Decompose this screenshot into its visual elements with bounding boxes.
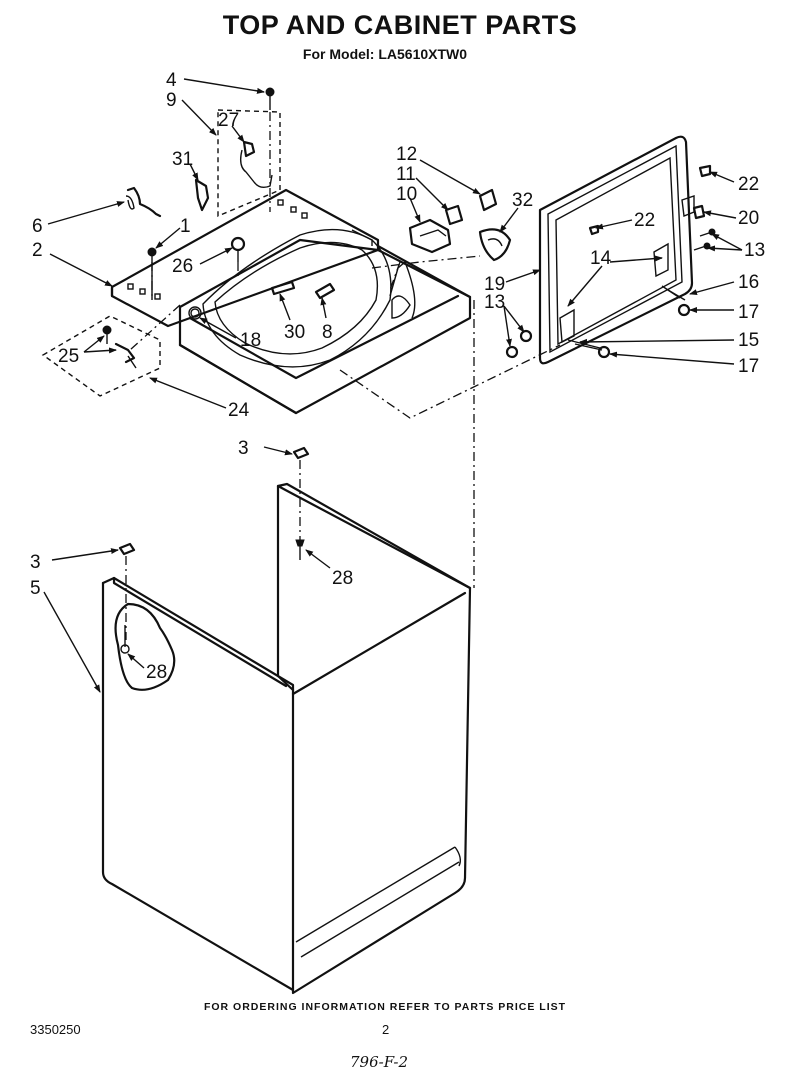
callout-2: 2 — [32, 240, 43, 261]
ordering-note: FOR ORDERING INFORMATION REFER TO PARTS … — [203, 1001, 567, 1013]
callout-22-upper: 22 — [738, 174, 759, 195]
callout-28-upper: 28 — [332, 568, 353, 589]
handwritten-code: 796-F-2 — [350, 1053, 409, 1071]
callout-labels: 4 9 27 31 6 1 2 26 12 11 10 32 19 22 22 … — [30, 70, 765, 683]
callout-12: 12 — [396, 144, 417, 165]
lid-part-19 — [538, 135, 695, 365]
cabinet-part-5 — [101, 482, 472, 995]
callout-9: 9 — [166, 90, 177, 111]
callout-18: 18 — [240, 330, 261, 351]
callout-15: 15 — [738, 330, 759, 351]
callout-4: 4 — [166, 70, 177, 91]
callout-13-left: 13 — [484, 292, 505, 313]
callout-25: 25 — [58, 346, 79, 367]
callout-8: 8 — [322, 322, 333, 343]
callout-17-upper: 17 — [738, 302, 759, 323]
dashed-groupings — [41, 109, 281, 397]
callout-28-lower: 28 — [146, 662, 167, 683]
callout-31: 31 — [172, 149, 193, 170]
callout-3-lower: 3 — [30, 552, 41, 573]
page-title: TOP AND CABINET PARTS — [222, 10, 578, 40]
callout-13-right: 13 — [744, 240, 765, 261]
small-parts — [102, 87, 716, 560]
leader-lines — [43, 78, 743, 693]
callout-26: 26 — [172, 256, 193, 277]
callout-11: 11 — [396, 164, 416, 185]
callout-5: 5 — [30, 578, 41, 599]
callout-1: 1 — [180, 216, 191, 237]
document-number: 3350250 — [30, 1022, 81, 1037]
page-number: 2 — [382, 1022, 390, 1037]
model-subtitle: For Model: LA5610XTW0 — [302, 46, 468, 62]
callout-6: 6 — [32, 216, 43, 237]
callout-19: 19 — [484, 274, 505, 295]
callout-32: 32 — [512, 190, 533, 211]
callout-17-lower: 17 — [738, 356, 759, 377]
top-part-2 — [110, 188, 472, 415]
callout-16: 16 — [738, 272, 759, 293]
callout-22-lower: 22 — [634, 210, 655, 231]
callout-30: 30 — [284, 322, 305, 343]
callout-10: 10 — [396, 184, 417, 205]
callout-14: 14 — [590, 248, 612, 269]
callout-20: 20 — [738, 208, 759, 229]
assembly-lines — [125, 112, 561, 640]
callout-27: 27 — [218, 110, 239, 131]
callout-3-upper: 3 — [238, 438, 249, 459]
callout-24: 24 — [228, 400, 250, 421]
